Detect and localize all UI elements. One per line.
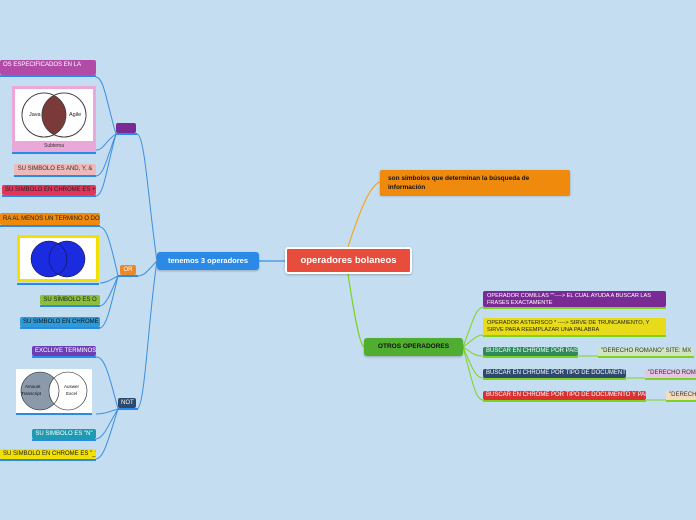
others-item-3[interactable]: BUSCAR EN CHROME POR PAIS	[483, 347, 578, 356]
not-top-text[interactable]: EXCLUYE TERMINOS	[32, 346, 96, 356]
others-item-5-example-underline	[666, 400, 696, 402]
not-image-underline	[16, 413, 92, 415]
and-chrome[interactable]: SU SIMBOLO EN CHROME ES +	[2, 185, 96, 195]
and-venn-caption: Subtema	[43, 143, 64, 149]
or-image-underline	[17, 283, 99, 285]
definition-node[interactable]: son símbolos que determinan la búsqueda …	[380, 170, 570, 195]
or-top-text[interactable]: RA AL MENOS UN TERMINO O DOS	[0, 213, 100, 225]
not-badge[interactable]: NOT	[118, 398, 136, 408]
not-venn-image: Amount Transcript Auswer Excel	[16, 369, 92, 413]
and-badge-underline	[116, 133, 137, 135]
others-item-3-underline	[483, 356, 578, 358]
definition-text: son símbolos que determinan la búsqueda …	[388, 175, 530, 191]
others-node[interactable]: OTROS OPERADORES	[364, 338, 463, 356]
and-venn-image: Java Agile Subtema	[12, 86, 96, 152]
others-item-5[interactable]: BUSCAR EN CHROME POR TIPO DE DOCUMENTO Y…	[483, 391, 646, 400]
not-top-underline	[32, 356, 96, 358]
and-top-underline	[0, 75, 96, 77]
or-venn-diagram	[30, 240, 86, 278]
and-venn-diagram	[21, 92, 87, 138]
not-badge-underline	[118, 408, 138, 410]
not-symbol-underline	[32, 439, 96, 441]
and-image-underline	[12, 152, 96, 154]
not-venn-left-2: Transcript	[21, 391, 41, 396]
and-chrome-underline	[2, 195, 96, 197]
and-top-text[interactable]: OS ESPECIFICADOS EN LA	[0, 60, 96, 75]
others-item-1[interactable]: OPERADOR COMILLAS ""----> EL CUAL AYUDA …	[483, 291, 666, 307]
not-chrome-underline	[0, 459, 96, 461]
others-item-4-underline	[483, 378, 626, 380]
left-branch-node[interactable]: tenemos 3 operadores	[157, 252, 259, 270]
and-venn-right-label: Agile	[69, 112, 82, 118]
and-venn-left-label: Java	[29, 112, 41, 118]
others-item-3-example-underline	[598, 356, 694, 358]
and-symbol[interactable]: SU SIMBOLO ES AND, Y, &	[14, 164, 96, 175]
or-top-underline	[0, 225, 100, 227]
others-item-4-example-underline	[645, 378, 696, 380]
or-chrome-underline	[20, 327, 100, 329]
or-symbol[interactable]: SU SÍMBOLO ES O	[40, 295, 100, 305]
or-chrome[interactable]: SU SIMBOLO EN CHROME	[20, 317, 100, 327]
others-item-2[interactable]: OPERADOR ASTERISCO * ----> SIRVE DE TRUN…	[483, 318, 666, 335]
not-chrome[interactable]: SU SIMBOLO EN CHROME ES "_"	[0, 449, 96, 459]
others-item-4[interactable]: BUSCAR EN CHROME POR TIPO DE DOCUMENTO	[483, 369, 626, 378]
others-item-5-example[interactable]: "DERECH	[666, 391, 696, 400]
root-node[interactable]: operadores bolaneos	[285, 247, 412, 274]
not-symbol[interactable]: SU SIMBOLO ES "N"	[32, 429, 96, 439]
or-badge-underline	[118, 275, 138, 277]
not-venn-left-1: Amount	[25, 384, 41, 389]
others-item-2-underline	[483, 335, 666, 337]
others-item-3-example[interactable]: "DERECHO ROMANO" SITE: MX	[598, 347, 694, 356]
or-badge[interactable]: OR	[120, 265, 136, 275]
not-venn-right-2: Excel	[66, 391, 78, 396]
not-venn-diagram	[20, 371, 88, 411]
others-item-4-example[interactable]: "DERECHO ROMA	[645, 369, 696, 378]
others-item-1-underline	[483, 307, 666, 309]
not-venn-right-1: Auswer	[64, 384, 80, 389]
or-symbol-underline	[40, 305, 100, 307]
or-venn-image	[17, 235, 99, 282]
others-item-5-underline	[483, 400, 646, 402]
and-badge[interactable]	[116, 123, 136, 133]
and-symbol-underline	[14, 175, 96, 177]
